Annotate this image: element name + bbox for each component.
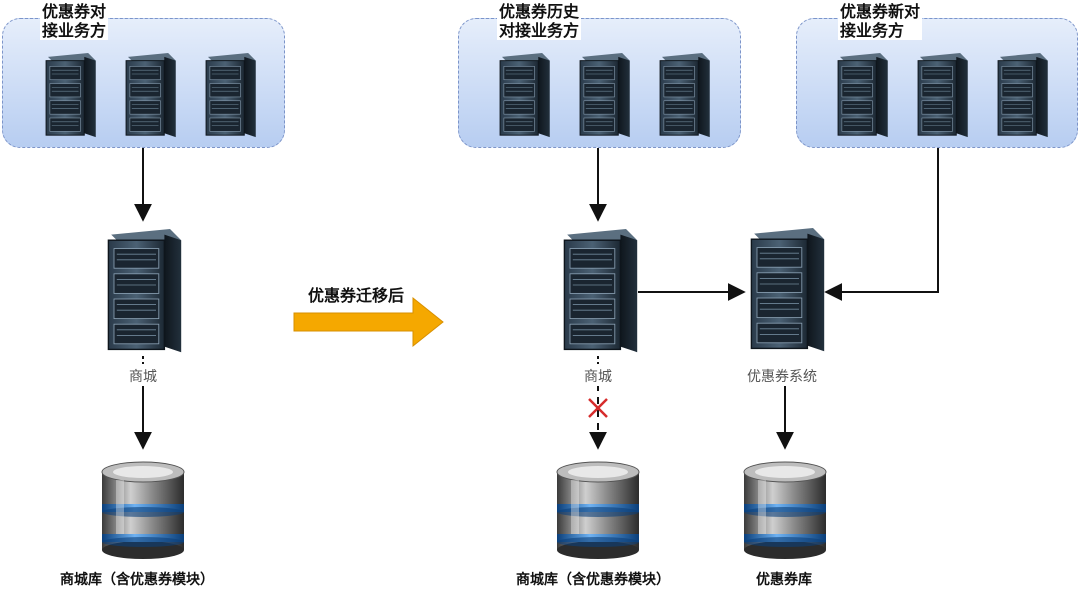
history-business-group [458,18,741,148]
cross-icon [588,398,608,418]
coupon-db-icon [740,460,830,560]
left-db-label: 商城库（含优惠券模块） [60,572,214,588]
coupon-system-label: 优惠券系统 [747,366,817,386]
new-group-title-line2: 接业务方 [840,21,905,40]
left-db-icon [98,460,188,560]
coupon-system-server-icon [743,226,827,356]
right-db-icon [553,460,643,560]
new-group-title: 优惠券新对 接业务方 [838,2,923,40]
history-group-title: 优惠券历史 对接业务方 [497,2,582,40]
edge-new-group-to-coupon-system [824,148,939,301]
right-db-label: 商城库（含优惠券模块） [516,572,670,588]
left-group-title: 优惠券对 接业务方 [40,2,109,40]
migration-label: 优惠券迁移后 [308,286,405,305]
new-group-title-line1: 优惠券新对 [840,2,921,21]
history-group-title-line1: 优惠券历史 [499,2,580,21]
coupon-db-label: 优惠券库 [756,572,812,588]
right-mall-label: 商城 [584,366,612,386]
right-mall-server-icon [556,228,640,356]
migration-arrow-icon [293,296,444,348]
left-mall-server-icon [100,228,184,356]
history-group-title-line2: 对接业务方 [499,21,580,40]
left-group-title-line2: 接业务方 [42,21,107,40]
left-group-title-line1: 优惠券对 [42,2,107,21]
left-mall-label: 商城 [129,366,157,386]
